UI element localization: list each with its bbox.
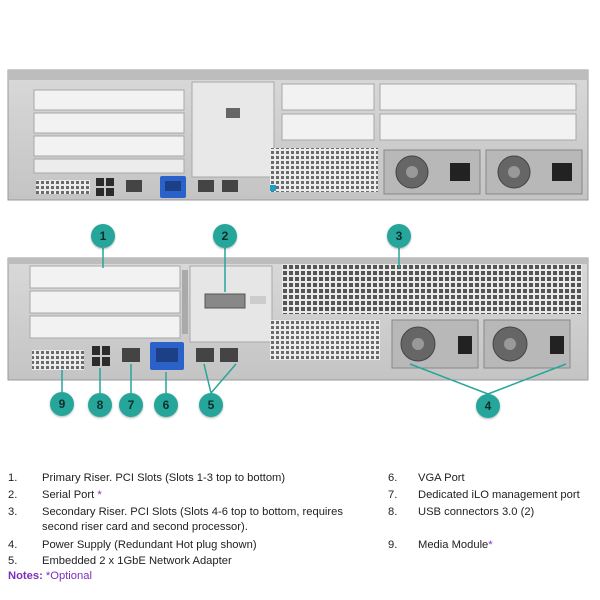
legend-number: 1. — [8, 472, 18, 484]
legend-text: Primary Riser. PCI Slots (Slots 1-3 top … — [42, 472, 286, 484]
legend-text: Media Module — [418, 539, 489, 551]
notes-label: Notes: — [8, 570, 43, 582]
optional-asterisk: * — [94, 489, 102, 501]
notes: Notes: *Optional — [8, 570, 92, 582]
legend-text: Secondary Riser. PCI Slots (Slots 4-6 to… — [42, 506, 343, 518]
callout-8: 8 — [88, 393, 112, 417]
legend-number: 4. — [8, 539, 18, 551]
legend-text: Serial Port — [42, 489, 95, 501]
callout-6: 6 — [154, 393, 178, 417]
callout-7: 7 — [119, 393, 143, 417]
bottom-server-chassis — [7, 257, 589, 381]
legend-number: 7. — [388, 489, 398, 501]
legend-number: 2. — [8, 489, 18, 501]
callout-2: 2 — [213, 224, 237, 248]
legend-number: 8. — [388, 506, 398, 518]
legend-number: 6. — [388, 472, 398, 484]
legend-item-6: 6. VGA Port — [388, 471, 594, 485]
top-server-chassis — [7, 69, 589, 201]
legend-item-2: 2. Serial Port * — [8, 488, 388, 502]
callout-9: 9 — [50, 392, 74, 416]
legend-text: Power Supply (Redundant Hot plug shown) — [42, 539, 257, 551]
callout-1: 1 — [91, 224, 115, 248]
legend-text: VGA Port — [418, 472, 465, 484]
legend-item-3: 3. Secondary Riser. PCI Slots (Slots 4-6… — [8, 505, 388, 535]
legend-item-4: 4. Power Supply (Redundant Hot plug show… — [8, 538, 388, 552]
legend-item-1: 1. Primary Riser. PCI Slots (Slots 1-3 t… — [8, 471, 388, 485]
callout-4: 4 — [476, 394, 500, 418]
legend-number: 5. — [8, 555, 18, 567]
callout-5: 5 — [199, 393, 223, 417]
legend-text: Dedicated iLO management port — [418, 489, 580, 501]
legend-number: 3. — [8, 506, 18, 518]
legend-text-continued: second riser card and second processor). — [42, 521, 248, 533]
legend-item-8: 8. USB connectors 3.0 (2) — [388, 505, 594, 519]
legend-number: 9. — [388, 539, 398, 551]
callout-lines — [61, 248, 567, 395]
legend-text: Embedded 2 x 1GbE Network Adapter — [42, 555, 232, 567]
callout-3: 3 — [387, 224, 411, 248]
legend-text: USB connectors 3.0 (2) — [418, 506, 535, 518]
legend-item-9: 9. Media Module* — [388, 538, 594, 552]
optional-asterisk: * — [488, 539, 493, 551]
notes-value: *Optional — [42, 570, 92, 582]
legend-item-7: 7. Dedicated iLO management port — [388, 488, 594, 502]
legend-item-5: 5. Embedded 2 x 1GbE Network Adapter — [8, 554, 388, 568]
